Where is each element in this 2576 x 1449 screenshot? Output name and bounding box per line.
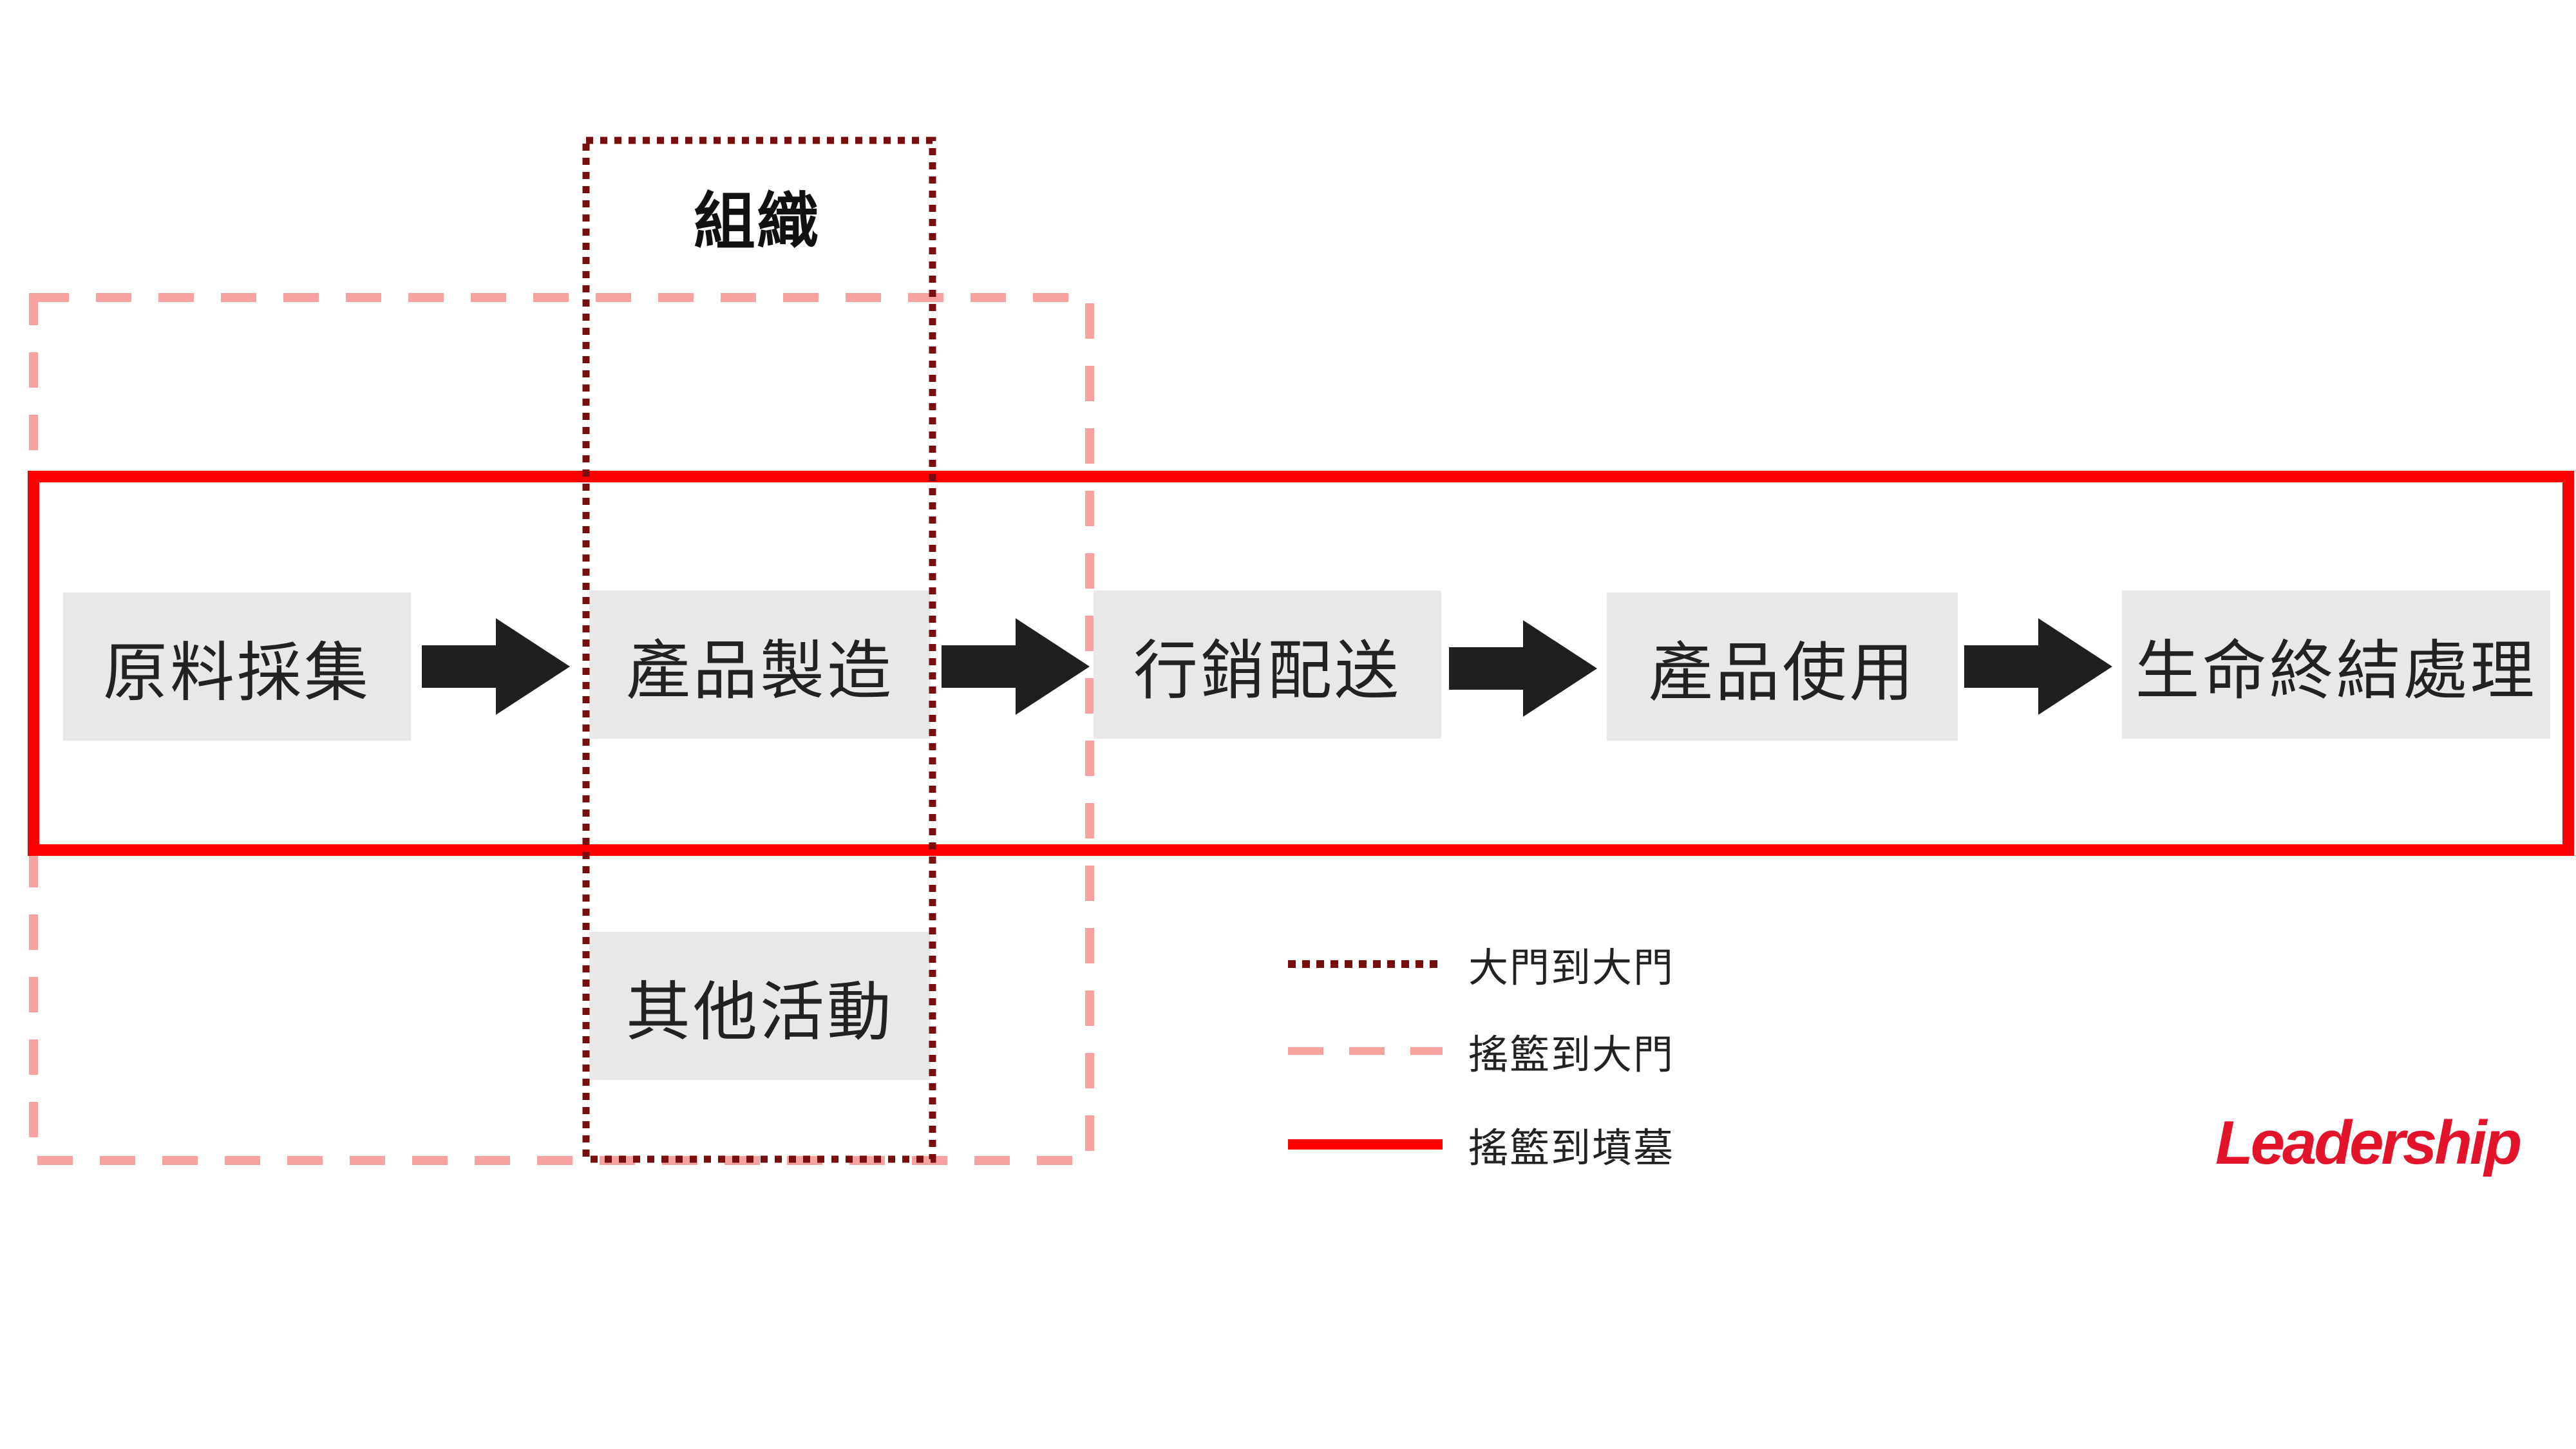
- dashed-line-swatch: [1288, 1047, 1443, 1055]
- stage-end-of-life: 生命終結處理: [2122, 591, 2550, 739]
- legend-item-cradle-to-grave: 搖籃到墳墓: [1288, 1112, 1674, 1177]
- legend-label: 搖籃到大門: [1468, 1031, 1675, 1078]
- arrow-right-icon: [422, 618, 570, 715]
- legend-item-cradle-to-gate: 搖籃到大門: [1288, 1019, 1674, 1083]
- dotted-line-swatch: [1288, 960, 1443, 968]
- legend-item-gate-to-gate: 大門到大門: [1288, 932, 1674, 996]
- stage-distribution: 行銷配送: [1094, 591, 1441, 739]
- arrow-right-icon: [942, 618, 1090, 715]
- leadership-logo: Leadership: [2215, 1108, 2522, 1177]
- other-activities-box: 其他活動: [589, 932, 931, 1080]
- legend-label: 搖籃到墳墓: [1468, 1124, 1675, 1171]
- stage-product-use: 產品使用: [1607, 592, 1958, 741]
- stage-manufacturing: 產品製造: [589, 591, 931, 739]
- stage-raw-material: 原料採集: [63, 592, 411, 741]
- solid-line-swatch: [1288, 1139, 1443, 1150]
- arrow-right-icon: [1449, 620, 1597, 717]
- arrow-right-icon: [1964, 618, 2112, 715]
- organization-title: 組織: [694, 185, 820, 258]
- legend-label: 大門到大門: [1468, 944, 1675, 991]
